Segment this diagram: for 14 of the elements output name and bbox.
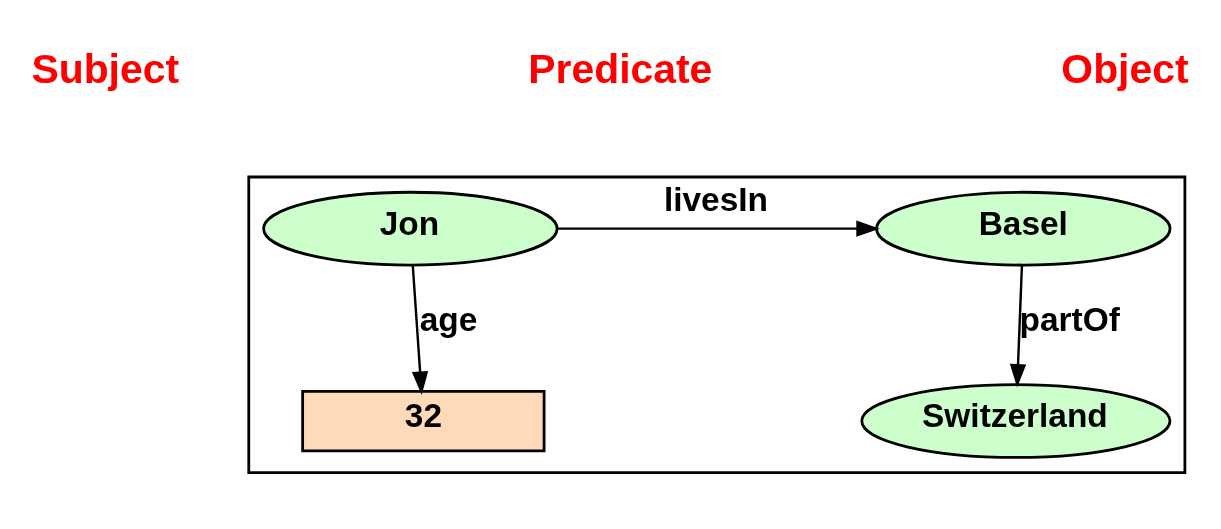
- node-box: 32: [301, 389, 546, 453]
- edge-label: partOf: [1019, 301, 1120, 339]
- arrow: [411, 265, 429, 395]
- arrow: [557, 220, 880, 237]
- edge-label: livesIn: [663, 180, 768, 218]
- edge-label: age: [419, 301, 478, 339]
- label: Subject: [31, 46, 180, 93]
- label: Object: [1061, 46, 1189, 93]
- node-ellipse: Basel: [875, 190, 1172, 267]
- node-ellipse: Switzerland: [860, 383, 1172, 459]
- cluster: [247, 175, 1187, 475]
- arrow: [1009, 265, 1027, 388]
- label: Predicate: [528, 46, 713, 93]
- node-ellipse: Jon: [262, 190, 559, 267]
